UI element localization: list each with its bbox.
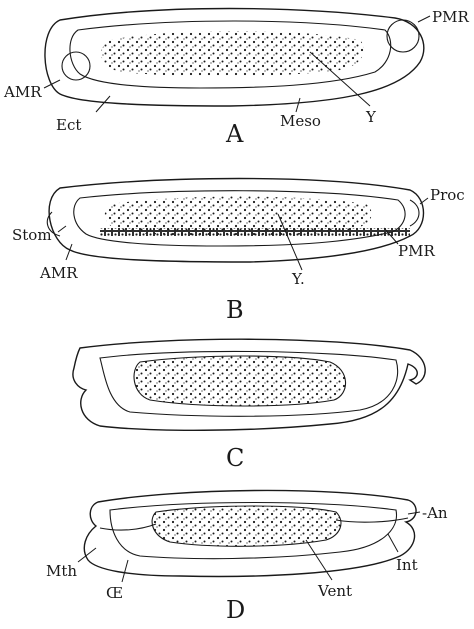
- label-d-mth: Mth: [46, 562, 77, 580]
- label-a-ect: Ect: [56, 116, 81, 134]
- label-b-amr: AMR: [39, 264, 78, 282]
- panel-b: [47, 179, 428, 271]
- panel-c-letter: C: [226, 444, 244, 472]
- label-d-an: -An: [422, 504, 448, 522]
- label-b-proc: Proc: [430, 186, 465, 204]
- label-a-amr: AMR: [3, 83, 42, 101]
- panel-a: [44, 9, 430, 113]
- panel-d-letter: D: [226, 596, 245, 624]
- panel-a-letter: A: [225, 120, 244, 148]
- panel-b-letter: B: [226, 296, 244, 324]
- amr-a-cluster: [62, 52, 90, 80]
- yolk-a: [101, 31, 364, 76]
- label-b-stom: Stom: [12, 226, 52, 244]
- label-d-oe: Œ: [106, 584, 123, 602]
- panel-c: [73, 339, 425, 430]
- label-a-meso: Meso: [280, 112, 321, 130]
- label-b-y: Y.: [291, 270, 305, 288]
- panel-d: [78, 490, 420, 582]
- label-a-y: Y: [365, 108, 377, 126]
- yolk-d: [152, 506, 341, 546]
- label-d-vent: Vent: [317, 582, 352, 600]
- yolk-c: [134, 356, 346, 406]
- label-a-pmr: PMR: [432, 8, 469, 26]
- label-d-int: Int: [396, 556, 418, 574]
- pmr-a-cluster: [387, 20, 419, 52]
- label-b-pmr: PMR: [398, 242, 435, 260]
